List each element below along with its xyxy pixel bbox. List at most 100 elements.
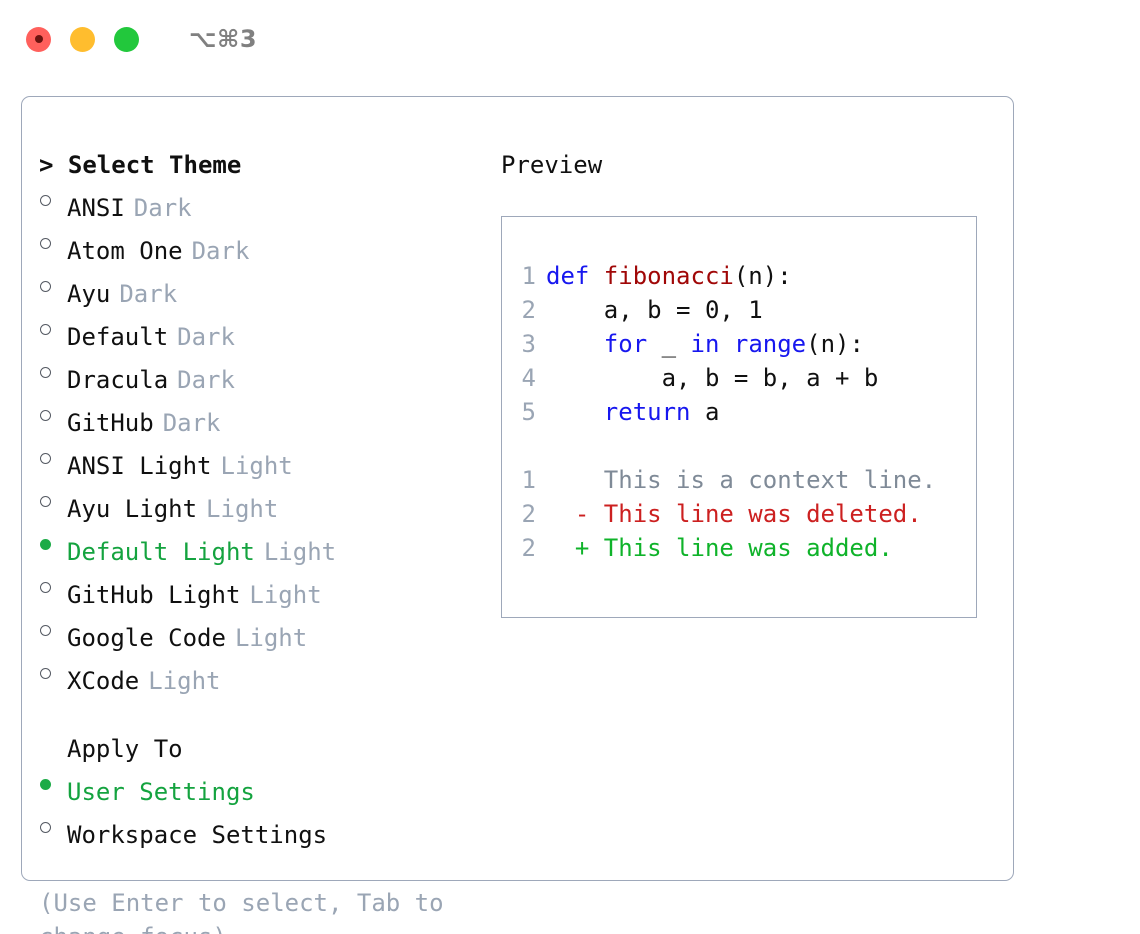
code-token-plain: a, b = 0, 1	[546, 296, 763, 324]
radio-unselected-icon[interactable]	[39, 809, 67, 843]
option-variant-badge: Dark	[177, 366, 235, 394]
diff-line-number: 2	[521, 534, 536, 562]
option-variant-badge: Dark	[119, 280, 178, 308]
radio-unselected-icon[interactable]	[39, 483, 67, 517]
option-label: User Settings	[67, 778, 255, 806]
code-line-number: 1	[521, 262, 536, 290]
section-spacer	[39, 698, 479, 732]
preview-title: Preview	[501, 151, 603, 179]
option-label: Ayu Light	[67, 495, 198, 523]
code-line-number: 5	[521, 398, 536, 426]
theme-option-8[interactable]: Default Light Light	[39, 526, 479, 569]
code-token-plain: (n):	[806, 330, 864, 358]
select-theme-header: > Select Theme	[39, 151, 242, 179]
theme-option-5[interactable]: GitHub Dark	[39, 397, 479, 440]
diff-line: 2 + This line was added.	[502, 531, 976, 565]
code-line-number: 3	[521, 330, 536, 358]
theme-option-1[interactable]: Atom One Dark	[39, 225, 479, 268]
theme-option-4[interactable]: Dracula Dark	[39, 354, 479, 397]
keyboard-shortcut-label: ⌥⌘3	[189, 25, 258, 53]
minimize-button[interactable]	[70, 26, 95, 52]
radio-unselected-icon[interactable]	[39, 311, 67, 345]
option-label: Atom One	[67, 237, 183, 265]
radio-selected-icon[interactable]	[39, 526, 67, 560]
option-label: Workspace Settings	[67, 821, 328, 849]
option-variant-badge: Light	[220, 452, 293, 480]
code-line-number: 2	[521, 296, 536, 324]
option-variant-badge: Light	[234, 624, 308, 652]
code-line: 2 a, b = 0, 1	[502, 293, 976, 327]
option-label: GitHub Light	[67, 581, 241, 609]
diff-line-content: This is a context line.	[546, 466, 937, 494]
code-diff-gap	[502, 429, 976, 463]
close-button[interactable]	[26, 26, 51, 52]
option-label: Ayu	[67, 280, 111, 308]
code-token-plain	[719, 330, 733, 358]
theme-option-9[interactable]: GitHub Light Light	[39, 569, 479, 612]
radio-unselected-icon[interactable]	[39, 225, 67, 259]
code-token-plain	[546, 330, 604, 358]
diff-line-content: - This line was deleted.	[546, 500, 922, 528]
code-line: 1 def fibonacci(n):	[502, 259, 976, 293]
option-variant-badge: Dark	[177, 323, 235, 351]
radio-unselected-icon[interactable]	[39, 354, 67, 388]
theme-option-2[interactable]: Ayu Dark	[39, 268, 479, 311]
diff-line: 2 - This line was deleted.	[502, 497, 976, 531]
radio-unselected-icon[interactable]	[39, 440, 67, 474]
theme-option-6[interactable]: ANSI Light Light	[39, 440, 479, 483]
theme-option-10[interactable]: Google Code Light	[39, 612, 479, 655]
radio-unselected-icon[interactable]	[39, 612, 67, 646]
option-label: ANSI	[67, 194, 125, 222]
code-token-plain: a	[690, 398, 720, 426]
code-line-content: def fibonacci(n):	[546, 259, 792, 293]
maximize-button[interactable]	[114, 26, 139, 52]
option-label: Default Light	[67, 538, 255, 566]
apply-to-option-0[interactable]: User Settings	[39, 766, 479, 809]
theme-option-3[interactable]: Default Dark	[39, 311, 479, 354]
diff-line-content: + This line was added.	[546, 534, 893, 562]
code-line-content: return a	[546, 395, 720, 429]
code-token-plain: a, b = b, a + b	[546, 364, 879, 392]
code-token-plain	[546, 398, 604, 426]
option-label: Google Code	[67, 624, 226, 652]
code-token-kw: in	[690, 330, 720, 358]
option-variant-badge: Light	[148, 667, 221, 695]
code-token-fn: fibonacci	[603, 262, 734, 290]
option-variant-badge: Dark	[191, 237, 250, 265]
option-label: Default	[67, 323, 169, 351]
radio-unselected-icon[interactable]	[39, 655, 67, 689]
option-variant-badge: Light	[263, 538, 337, 566]
option-variant-badge: Light	[249, 581, 322, 609]
radio-selected-icon[interactable]	[39, 766, 67, 800]
option-variant-badge: Dark	[162, 409, 221, 437]
code-line-number: 4	[521, 364, 536, 392]
radio-unselected-icon[interactable]	[39, 397, 67, 431]
code-token-kw: return	[603, 398, 691, 426]
radio-unselected-icon[interactable]	[39, 268, 67, 302]
title-bar: ⌥⌘3	[0, 0, 1140, 78]
option-label: Dracula	[67, 366, 169, 394]
diff-line-number: 2	[521, 500, 536, 528]
diff-preview: 1 This is a context line.2 - This line w…	[502, 463, 976, 565]
code-token-plain: _	[647, 330, 691, 358]
radio-unselected-icon[interactable]	[39, 182, 67, 216]
code-line: 5 return a	[502, 395, 976, 429]
option-label: GitHub	[67, 409, 154, 437]
option-label: ANSI Light	[67, 452, 212, 480]
code-line-content: for _ in range(n):	[546, 327, 864, 361]
code-token-plain: (n):	[733, 262, 792, 290]
window-controls	[26, 26, 139, 52]
radio-unselected-icon[interactable]	[39, 569, 67, 603]
apply-to-option-1[interactable]: Workspace Settings	[39, 809, 479, 852]
